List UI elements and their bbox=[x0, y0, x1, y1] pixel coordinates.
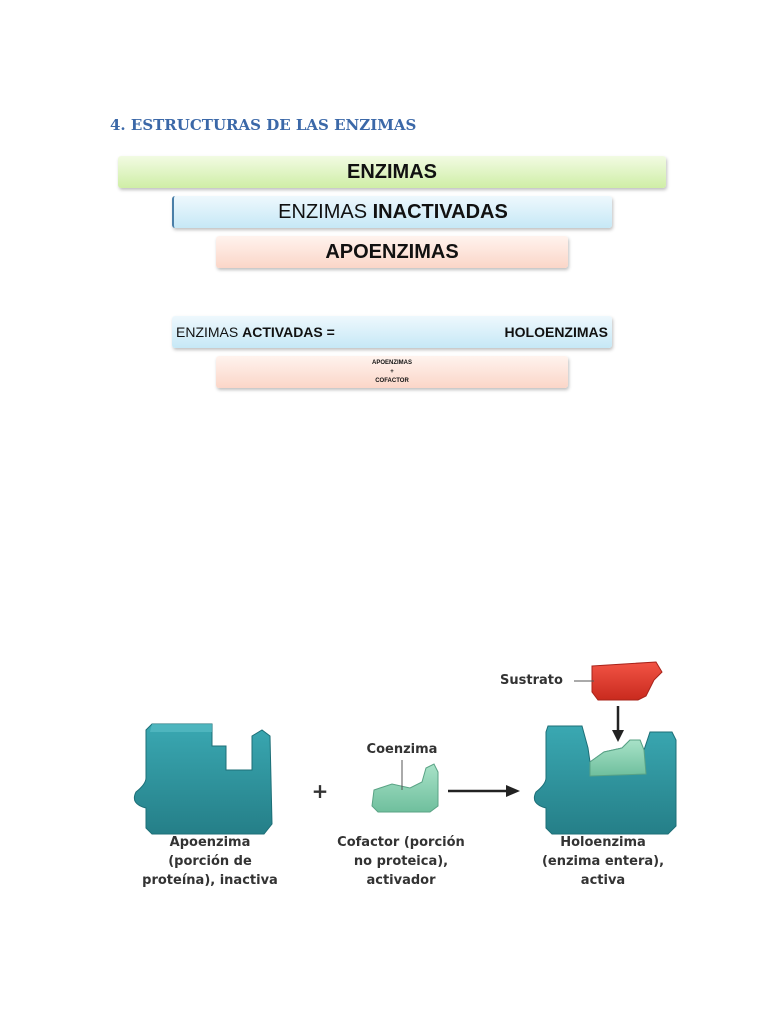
caption-line: Holoenzima bbox=[528, 833, 678, 852]
cofactor-shape bbox=[372, 764, 438, 812]
caption-line: (enzima entera), bbox=[528, 852, 678, 871]
holoenzima-shape bbox=[534, 726, 676, 834]
plus-sign: + bbox=[312, 779, 329, 803]
apoenzima-shape bbox=[134, 724, 272, 834]
caption-line: no proteica), bbox=[326, 852, 476, 871]
apoenzima-caption: Apoenzima (porción de proteína), inactiv… bbox=[130, 833, 290, 890]
bound-cofactor-shape bbox=[590, 740, 646, 776]
sustrato-label: Sustrato bbox=[500, 671, 572, 690]
caption-line: activador bbox=[326, 871, 476, 890]
caption-line: Cofactor (porción bbox=[326, 833, 476, 852]
caption-line: activa bbox=[528, 871, 678, 890]
sustrato-shape bbox=[592, 662, 662, 700]
caption-line: (porción de bbox=[130, 852, 290, 871]
binding-arrow-head bbox=[612, 730, 624, 742]
coenzima-label: Coenzima bbox=[362, 740, 442, 759]
caption-line: Apoenzima bbox=[130, 833, 290, 852]
holoenzima-caption: Holoenzima (enzima entera), activa bbox=[528, 833, 678, 890]
cofactor-caption: Cofactor (porción no proteica), activado… bbox=[326, 833, 476, 890]
reaction-arrow-head bbox=[506, 785, 520, 797]
caption-line: proteína), inactiva bbox=[130, 871, 290, 890]
